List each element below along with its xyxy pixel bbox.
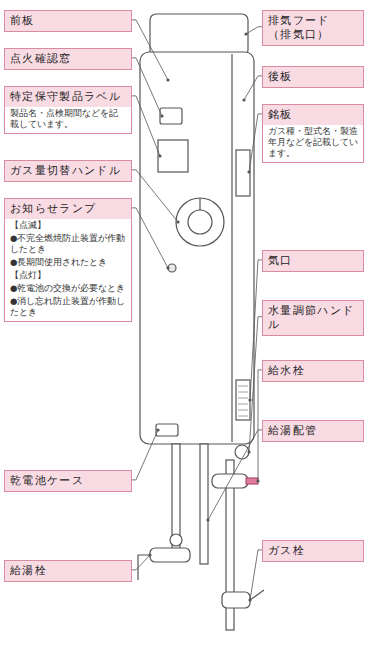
- part-name: 水量調節ハンドル: [263, 301, 363, 335]
- knob-mark: [199, 198, 200, 210]
- leader-line: [246, 27, 262, 34]
- leader-line: [132, 20, 168, 80]
- water-handle: [235, 445, 249, 459]
- gas-cock-lever: [250, 590, 264, 600]
- callout-box: 点火確認窓: [4, 48, 132, 70]
- faucet-knob: [170, 534, 182, 546]
- callout-box: 給湯配管: [262, 420, 364, 442]
- battery-case: [156, 424, 178, 436]
- leader-dot: [247, 170, 250, 173]
- gas-knob: [176, 198, 224, 246]
- grille-fin: [238, 416, 248, 417]
- grille-fin: [238, 398, 248, 399]
- part-note: 【点滅】: [5, 219, 131, 232]
- leader-line: [132, 555, 150, 570]
- air-inlet: [236, 380, 250, 420]
- nameplate: [236, 150, 250, 196]
- leader-dot: [248, 398, 251, 401]
- part-name: ガス栓: [263, 541, 363, 561]
- callout-box: 特定保守製品ラベル製品名・点検期間などを記載しています。: [4, 86, 132, 134]
- part-name: 点火確認窓: [5, 49, 131, 69]
- callout-box: 乾電池ケース: [4, 470, 132, 492]
- part-name: 気口: [263, 251, 363, 271]
- ignition-window: [160, 108, 182, 124]
- part-name: ガス量切替ハンドル: [5, 161, 131, 181]
- part-note: ●不完全燃焼防止装置が作動したとき: [5, 232, 131, 256]
- leader-line: [132, 58, 162, 116]
- valve-handle: [246, 478, 258, 484]
- part-name: 給湯栓: [5, 561, 131, 581]
- grille-fin: [238, 386, 248, 387]
- leader-dot: [158, 154, 161, 157]
- leader-dot: [206, 518, 209, 521]
- callout-box: 給湯栓: [4, 560, 132, 582]
- grille-fin: [238, 404, 248, 405]
- callout-box: 気口: [262, 250, 364, 272]
- leader-dot: [242, 98, 245, 101]
- leader-line: [132, 170, 178, 222]
- leader-dot: [247, 450, 250, 453]
- grille-fin: [238, 392, 248, 393]
- part-name: 特定保守製品ラベル: [5, 87, 131, 107]
- part-name: 乾電池ケース: [5, 471, 131, 491]
- callout-box: ガス栓: [262, 540, 364, 562]
- faucet: [150, 548, 190, 562]
- callout-box: 銘板ガス種・型式名・製造年月などを記載しています。: [262, 104, 364, 163]
- part-name: お知らせランプ: [5, 199, 131, 219]
- faucet-spout: [138, 555, 150, 580]
- leader-dot: [256, 479, 259, 482]
- part-note: ●長期間使用されたとき: [5, 256, 131, 269]
- part-note: ●消し忘れ防止装置が作動したとき: [5, 295, 131, 321]
- part-note: ●乾電池の交換が必要なとき: [5, 282, 131, 295]
- leader-line: [250, 260, 262, 400]
- leader-line: [250, 550, 262, 600]
- part-name: 給湯配管: [263, 421, 363, 441]
- leader-dot: [166, 266, 169, 269]
- leader-dot: [148, 553, 151, 556]
- leader-line: [132, 96, 160, 156]
- exhaust-hood: [150, 14, 248, 56]
- leader-dot: [156, 428, 159, 431]
- callout-box: 給水栓: [262, 360, 364, 382]
- callout-box: お知らせランプ【点滅】●不完全燃焼防止装置が作動したとき●長期間使用されたとき【…: [4, 198, 132, 322]
- maintenance-label: [158, 140, 188, 172]
- part-name: 前板: [5, 11, 131, 31]
- callout-box: ガス量切替ハンドル: [4, 160, 132, 182]
- leader-dot: [166, 78, 169, 81]
- part-note: 【点灯】: [5, 269, 131, 282]
- leader-dot: [160, 114, 163, 117]
- leader-dot: [244, 32, 247, 35]
- leader-line: [249, 114, 262, 172]
- callout-box: 前板: [4, 10, 132, 32]
- leader-line: [244, 76, 262, 100]
- part-name: 排気フード （排気口）: [263, 11, 363, 45]
- part-name: 給水栓: [263, 361, 363, 381]
- part-note: 製品名・点検期間などを記載しています。: [5, 107, 131, 133]
- gas-knob-center: [188, 210, 212, 234]
- callout-box: 排気フード （排気口）: [262, 10, 364, 46]
- leader-line: [208, 430, 262, 520]
- part-name: 銘板: [263, 105, 363, 125]
- back-panel-line: [231, 54, 232, 442]
- gas-cock: [222, 592, 250, 608]
- part-note: ガス種・型式名・製造年月などを記載しています。: [263, 125, 363, 162]
- leader-dot: [248, 598, 251, 601]
- grille-fin: [238, 410, 248, 411]
- hot-water-piping: [200, 444, 208, 564]
- callout-box: 水量調節ハンドル: [262, 300, 364, 336]
- leader-line: [132, 208, 168, 268]
- part-name: 後板: [263, 67, 363, 87]
- leader-line: [132, 430, 158, 480]
- leader-line: [249, 317, 262, 452]
- leader-dot: [176, 220, 179, 223]
- callout-box: 後板: [262, 66, 364, 88]
